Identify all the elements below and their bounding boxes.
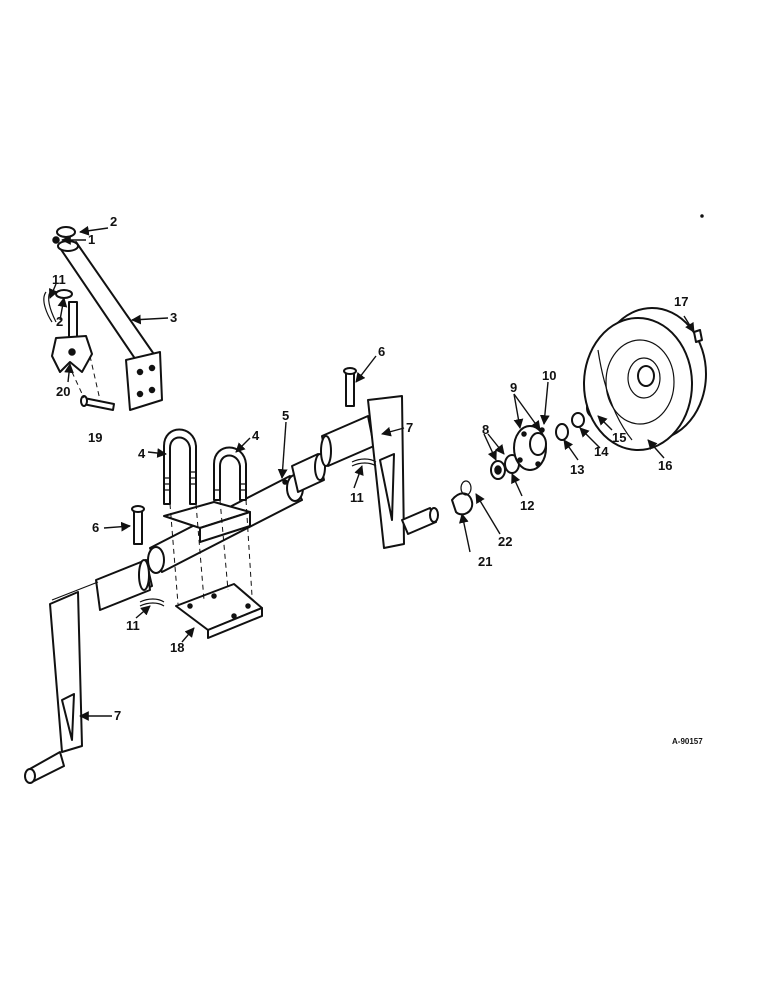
- part-2-ring-lower: [55, 289, 73, 299]
- callout-7-left: 7: [114, 708, 121, 723]
- callout-10: 10: [542, 368, 556, 383]
- part-6-pin-right: [343, 367, 357, 407]
- callout-11-lower: 11: [126, 618, 140, 633]
- part-17-valve-stem: [693, 329, 703, 343]
- callout-17: 17: [674, 294, 688, 309]
- callout-21: 21: [478, 554, 492, 569]
- part-19-hitch-pin: [80, 395, 115, 411]
- callout-15: 15: [612, 430, 626, 445]
- part-14-nut: [571, 412, 585, 428]
- part-1-grease-fitting: [52, 236, 60, 244]
- part-18-base-plate: [175, 583, 263, 639]
- drawing-code: A-90157: [672, 737, 703, 746]
- callout-14: 14: [594, 444, 609, 459]
- part-4-u-bolt-left: [163, 428, 197, 505]
- collar-right: [291, 453, 326, 493]
- part-4-u-bolt-right: [213, 446, 247, 501]
- callout-11-upper: 11: [52, 272, 66, 287]
- callout-6-left: 6: [92, 520, 99, 535]
- callout-9: 9: [510, 380, 517, 395]
- part-9-hub: [513, 425, 547, 471]
- callout-22: 22: [498, 534, 512, 549]
- part-21-dust-cap: [451, 492, 474, 516]
- callout-1: 1: [88, 232, 95, 247]
- callout-4-right: 4: [252, 428, 260, 443]
- part-6-pin-left: [131, 505, 145, 545]
- callout-2-top: 2: [110, 214, 117, 229]
- callout-12: 12: [520, 498, 534, 513]
- speck-mark: [700, 214, 704, 218]
- callout-6-right: 6: [378, 344, 385, 359]
- tube-bracket: [163, 501, 251, 543]
- part-10-bolt: [539, 427, 545, 433]
- callout-5: 5: [282, 408, 289, 423]
- callout-4-left: 4: [138, 446, 146, 461]
- callout-2-lower: 2: [56, 314, 63, 329]
- callout-3: 3: [170, 310, 177, 325]
- part-11-cotter-pin-middle: [351, 458, 377, 467]
- part-20-clevis: [51, 301, 93, 373]
- callout-19: 19: [88, 430, 102, 445]
- part-22-washer: [460, 480, 472, 496]
- callout-20: 20: [56, 384, 70, 399]
- part-7-arm-left: [24, 559, 151, 784]
- callout-labels: 2 1 3 4 4 5 6 6 7 7 8 9 10 11 11 11 12 1…: [52, 214, 703, 746]
- leader-lines: [48, 225, 695, 721]
- callout-11-middle: 11: [350, 490, 364, 505]
- callout-8: 8: [482, 422, 489, 437]
- callout-16: 16: [658, 458, 672, 473]
- part-2-ring-top: [56, 226, 76, 238]
- callout-13: 13: [570, 462, 584, 477]
- part-7-arm-right: [320, 395, 439, 549]
- part-13-bearing-cup: [555, 423, 569, 441]
- part-11-cotter-pin-lower: [139, 598, 165, 607]
- callout-18: 18: [170, 640, 184, 655]
- part-16-wheel: [583, 307, 707, 451]
- callout-7-right: 7: [406, 420, 413, 435]
- part-8-bearing: [490, 460, 506, 480]
